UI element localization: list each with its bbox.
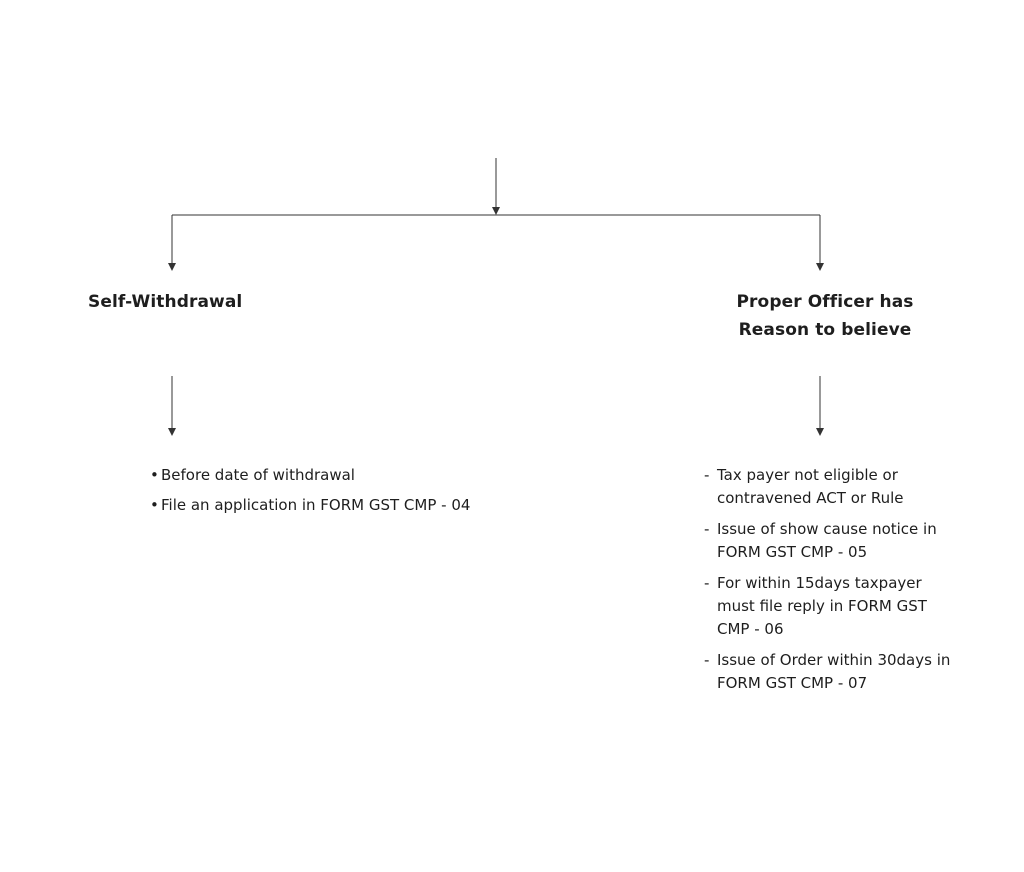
list-item: -Tax payer not eligible or contravened A…: [704, 464, 954, 510]
dash-mark: -: [704, 651, 710, 669]
dash-mark: -: [704, 466, 710, 484]
dash-mark: -: [704, 520, 710, 538]
list-item: •File an application in FORM GST CMP - 0…: [150, 494, 470, 516]
list-item-text: For within 15days taxpayer must file rep…: [717, 574, 927, 638]
list-item: -Issue of show cause notice in FORM GST …: [704, 518, 954, 564]
proper-officer-title: Proper Officer has Reason to believe: [736, 292, 914, 340]
list-item-text: Issue of Order within 30days in FORM GST…: [717, 651, 951, 692]
proper-officer-steps: -Tax payer not eligible or contravened A…: [704, 464, 954, 703]
dash-mark: -: [704, 574, 710, 592]
list-item-text: Before date of withdrawal: [161, 466, 355, 484]
list-item: -For within 15days taxpayer must file re…: [704, 572, 954, 641]
list-item-text: Tax payer not eligible or contravened AC…: [717, 466, 904, 507]
self-withdrawal-title: Self-Withdrawal: [88, 292, 243, 312]
bullet-mark: •: [150, 466, 159, 484]
list-item: •Before date of withdrawal: [150, 464, 470, 486]
self-withdrawal-steps: •Before date of withdrawal •File an appl…: [150, 464, 470, 524]
list-item-text: File an application in FORM GST CMP - 04: [161, 496, 471, 514]
bullet-mark: •: [150, 496, 159, 514]
list-item-text: Issue of show cause notice in FORM GST C…: [717, 520, 937, 561]
list-item: -Issue of Order within 30days in FORM GS…: [704, 649, 954, 695]
